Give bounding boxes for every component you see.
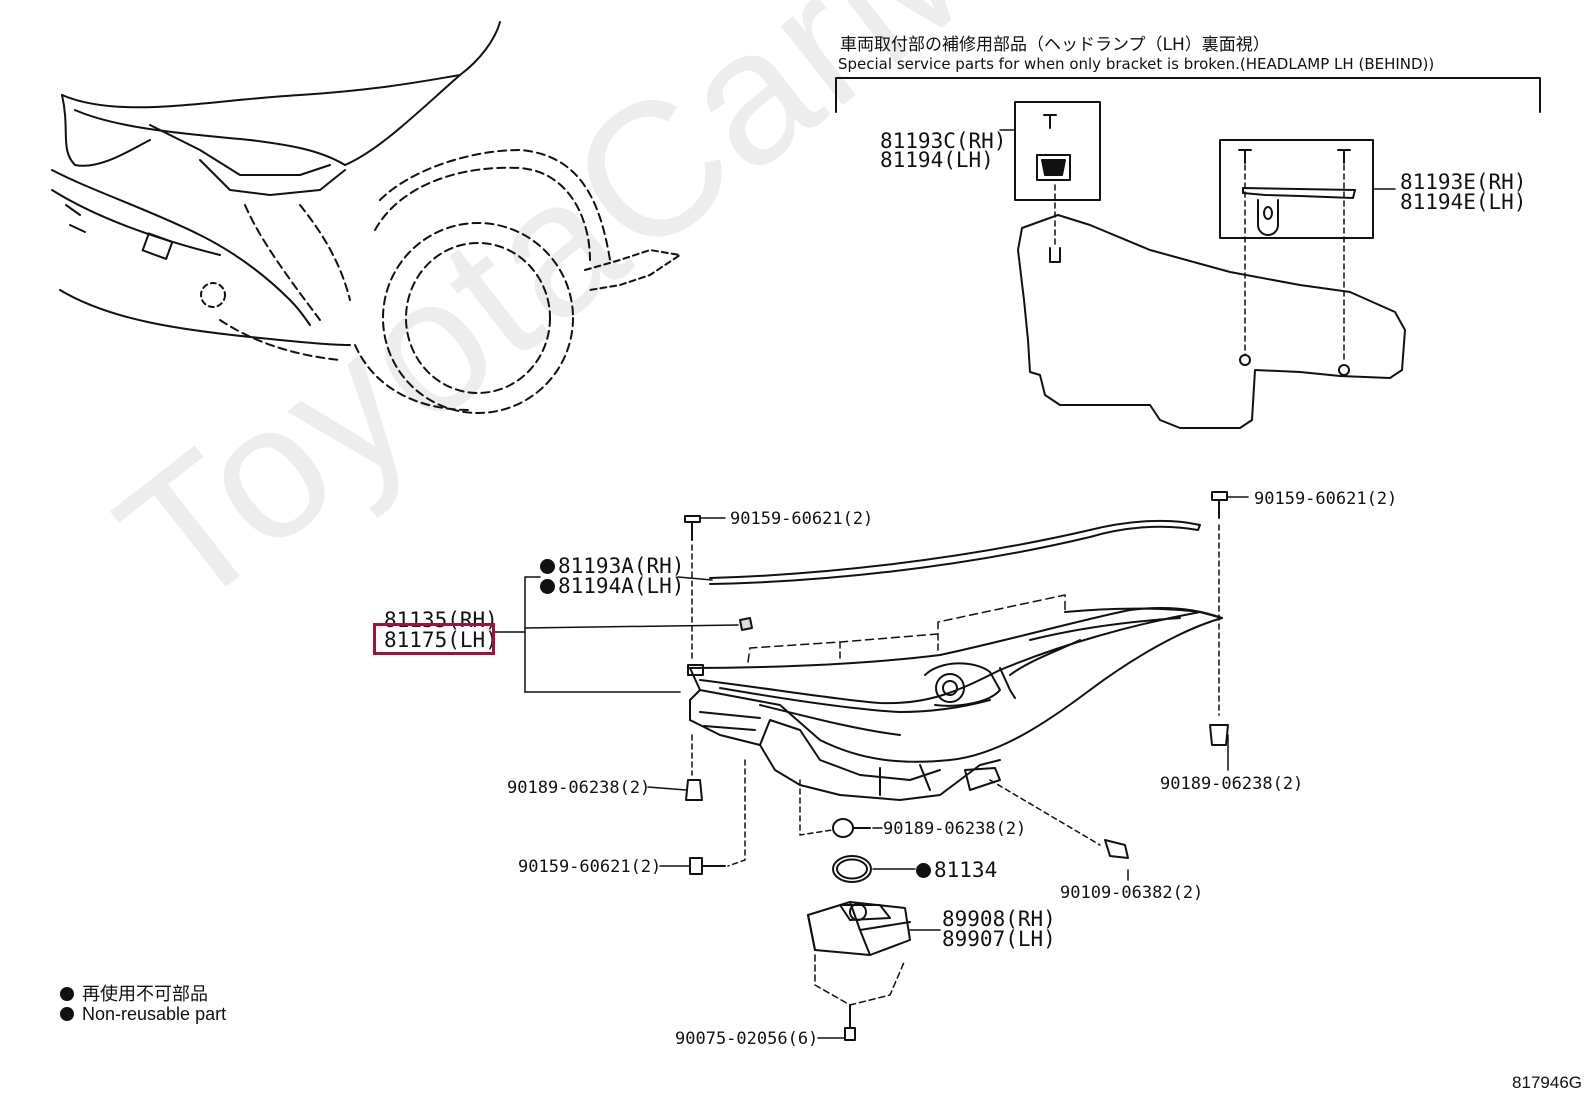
label-90189-right: 90189-06238(2)	[1160, 774, 1304, 794]
label-81194: 81194(LH)	[880, 148, 994, 172]
non-reusable-dot-icon	[916, 863, 931, 878]
vehicle-front-illustration	[51, 21, 681, 414]
label-89907: 89907(LH)	[942, 927, 1056, 951]
figure-code: 817946G	[1512, 1073, 1582, 1092]
inset-title-jp: 車両取付部の補修用部品（ヘッドランプ（LH）裏面視）	[840, 35, 1270, 55]
label-90159-bottom: 90159-60621(2)	[518, 857, 662, 877]
non-reusable-dot-icon	[540, 579, 555, 594]
label-81194a: 81194A(LH)	[540, 574, 685, 598]
label-81193a: 81193A(RH)	[540, 554, 685, 578]
label-89908: 89908(RH)	[942, 907, 1056, 931]
leader-lines	[494, 129, 1396, 1039]
label-81193e: 81193E(RH)	[1400, 170, 1527, 194]
label-81134: 81134	[916, 858, 998, 882]
non-reusable-dot-icon	[60, 1007, 74, 1021]
label-90159-top-right: 90159-60621(2)	[1254, 489, 1398, 509]
label-81194a-text: 81194A(LH)	[558, 574, 685, 598]
headlamp-assembly	[687, 519, 1223, 801]
inset-behind-view	[835, 77, 1541, 429]
legend-en-text: Non-reusable part	[82, 1004, 227, 1024]
non-reusable-dot-icon	[60, 987, 74, 1001]
legend-jp: 再使用不可部品	[60, 980, 208, 1006]
selected-part-highlight[interactable]	[373, 623, 495, 655]
label-81193c: 81193C(RH)	[880, 129, 1007, 153]
label-81134-text: 81134	[934, 858, 998, 882]
label-81194e: 81194E(LH)	[1400, 190, 1527, 214]
label-81193a-text: 81193A(RH)	[558, 554, 685, 578]
inset-title-en: Special service parts for when only brac…	[838, 55, 1435, 73]
legend-jp-text: 再使用不可部品	[82, 984, 208, 1004]
legend-en: Non-reusable part	[60, 1004, 226, 1025]
label-90075: 90075-02056(6)	[675, 1029, 819, 1049]
label-81175: 81175(LH)	[384, 628, 498, 652]
label-90189-center: 90189-06238(2)	[883, 819, 1027, 839]
label-90159-top-left: 90159-60621(2)	[730, 509, 874, 529]
fasteners	[684, 491, 1229, 1041]
non-reusable-dot-icon	[540, 559, 555, 574]
label-90189-left: 90189-06238(2)	[507, 778, 651, 798]
label-90109: 90109-06382(2)	[1060, 883, 1204, 903]
